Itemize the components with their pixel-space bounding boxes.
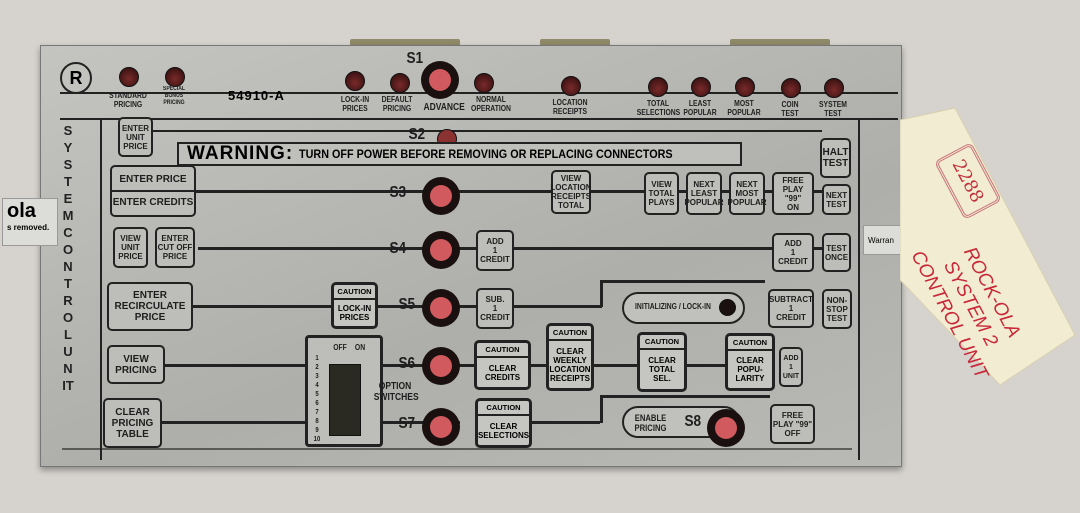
halt-test-box: HALT TEST <box>820 138 851 178</box>
s1-advance-button[interactable] <box>421 61 459 99</box>
indicator-label: LOCK-IN PRICES <box>340 95 370 113</box>
dip-on-label: ON <box>354 343 366 352</box>
led-default-pricing <box>390 73 410 93</box>
divider <box>60 92 898 94</box>
led-total-selections <box>648 77 668 97</box>
enable-pricing-label: ENABLE PRICING <box>634 413 667 433</box>
test-once-box: TEST ONCE <box>822 233 851 272</box>
sub-credit-box: SUB. 1 CREDIT <box>476 288 514 329</box>
rock-ola-logo-icon: R <box>60 62 92 94</box>
next-most-popular-box: NEXT MOST POPULAR <box>727 172 767 215</box>
add-credit-box: ADD 1 CREDIT <box>476 230 514 271</box>
indicator-label: LEAST POPULAR <box>683 99 717 117</box>
s6-label: S6 <box>398 355 416 372</box>
led-lock-in-prices <box>345 71 365 91</box>
warning-text: TURN OFF POWER BEFORE REMOVING OR REPLAC… <box>299 147 673 161</box>
s4-label: S4 <box>389 240 407 257</box>
view-unit-price-box: VIEW UNIT PRICE <box>113 227 148 268</box>
free-play-off-box: FREE PLAY "99" OFF <box>770 404 815 444</box>
s5-button[interactable] <box>422 289 460 327</box>
clear-pricing-table-box: CLEAR PRICING TABLE <box>103 398 162 448</box>
indicator-label: MOST POPULAR <box>727 99 761 117</box>
divider <box>858 120 860 460</box>
add-credit-box: ADD 1 CREDIT <box>772 233 814 272</box>
left-sticker: ola s removed. <box>2 198 58 246</box>
warning-banner: WARNING: TURN OFF POWER BEFORE REMOVING … <box>177 142 742 166</box>
s1-label: S1 <box>406 50 424 67</box>
s6-button[interactable] <box>422 347 460 385</box>
next-test-box: NEXT TEST <box>822 184 851 215</box>
vertical-title: SYSTEM CONTROL UNIT <box>62 123 74 393</box>
handwritten-tag: 2288 ROCK-OLA SYSTEM 2 CONTROL UNIT <box>900 100 1076 390</box>
s5-label: S5 <box>398 296 416 313</box>
left-sticker-logo: ola <box>7 200 36 222</box>
indicator-label: LOCATION RECEIPTS <box>552 98 588 116</box>
dip-switch-bank[interactable] <box>329 364 361 436</box>
led-coin-test <box>781 78 801 98</box>
enter-cut-off-price-box: ENTER CUT OFF PRICE <box>155 227 195 268</box>
non-stop-test-box: NON- STOP TEST <box>822 289 852 329</box>
subtract-credit-box: SUBTRACT 1 CREDIT <box>768 289 814 328</box>
led-normal-operation <box>474 73 494 93</box>
view-total-plays-box: VIEW TOTAL PLAYS <box>644 172 679 215</box>
s4-button[interactable] <box>422 231 460 269</box>
add-unit-box: ADD 1 UNIT <box>779 347 803 387</box>
s3-button[interactable] <box>422 177 460 215</box>
enter-unit-price-box: ENTER UNIT PRICE <box>118 117 153 157</box>
right-sticker: Warran <box>863 225 903 255</box>
s3-label: S3 <box>389 184 407 201</box>
initializing-label: INITIALIZING / LOCK-IN <box>635 302 711 311</box>
led-special-bonus-pricing <box>165 67 185 87</box>
indicator-label: SYSTEM TEST <box>819 100 847 118</box>
left-sticker-text: s removed. <box>7 223 50 232</box>
divider <box>60 118 898 120</box>
dip-off-label: OFF <box>333 343 347 352</box>
s8-label: S8 <box>684 413 702 430</box>
indicator-label: SPECIAL BONUS PRICING <box>162 86 186 106</box>
s8-button[interactable] <box>707 409 745 447</box>
enter-recirculate-price-box: ENTER RECIRCULATE PRICE <box>107 282 193 331</box>
s7-button[interactable] <box>422 408 460 446</box>
s2-label: S2 <box>408 126 426 143</box>
view-pricing-box: VIEW PRICING <box>107 345 165 384</box>
view-location-receipts-total-box: VIEW LOCATION RECEIPTS TOTAL <box>550 170 592 214</box>
option-switches-label: OPTION SWITCHES <box>373 381 419 403</box>
indicator-label: COIN TEST <box>781 100 799 118</box>
initializing-led <box>719 299 736 316</box>
led-least-popular <box>691 77 711 97</box>
enter-price-credits-box: ENTER PRICE ENTER CREDITS <box>110 165 196 217</box>
indicator-label: STANDARD PRICING <box>109 91 147 109</box>
next-least-popular-box: NEXT LEAST POPULAR <box>684 172 724 215</box>
advance-label: ADVANCE <box>423 102 465 113</box>
indicator-label: DEFAULT PRICING <box>381 95 413 113</box>
led-standard-pricing <box>119 67 139 87</box>
free-play-on-box: FREE PLAY "99" ON <box>772 172 814 215</box>
dip-numbers: 1 2 3 4 5 6 7 8 9 10 <box>313 355 321 443</box>
s7-label: S7 <box>398 415 416 432</box>
led-location-receipts <box>561 76 581 96</box>
warning-title: WARNING: <box>187 143 294 164</box>
led-most-popular <box>735 77 755 97</box>
indicator-label: TOTAL SELECTIONS <box>636 99 681 117</box>
divider <box>100 120 102 460</box>
indicator-label: NORMAL OPERATION <box>471 95 511 113</box>
led-system-test <box>824 78 844 98</box>
part-number: 54910-A <box>228 88 285 103</box>
